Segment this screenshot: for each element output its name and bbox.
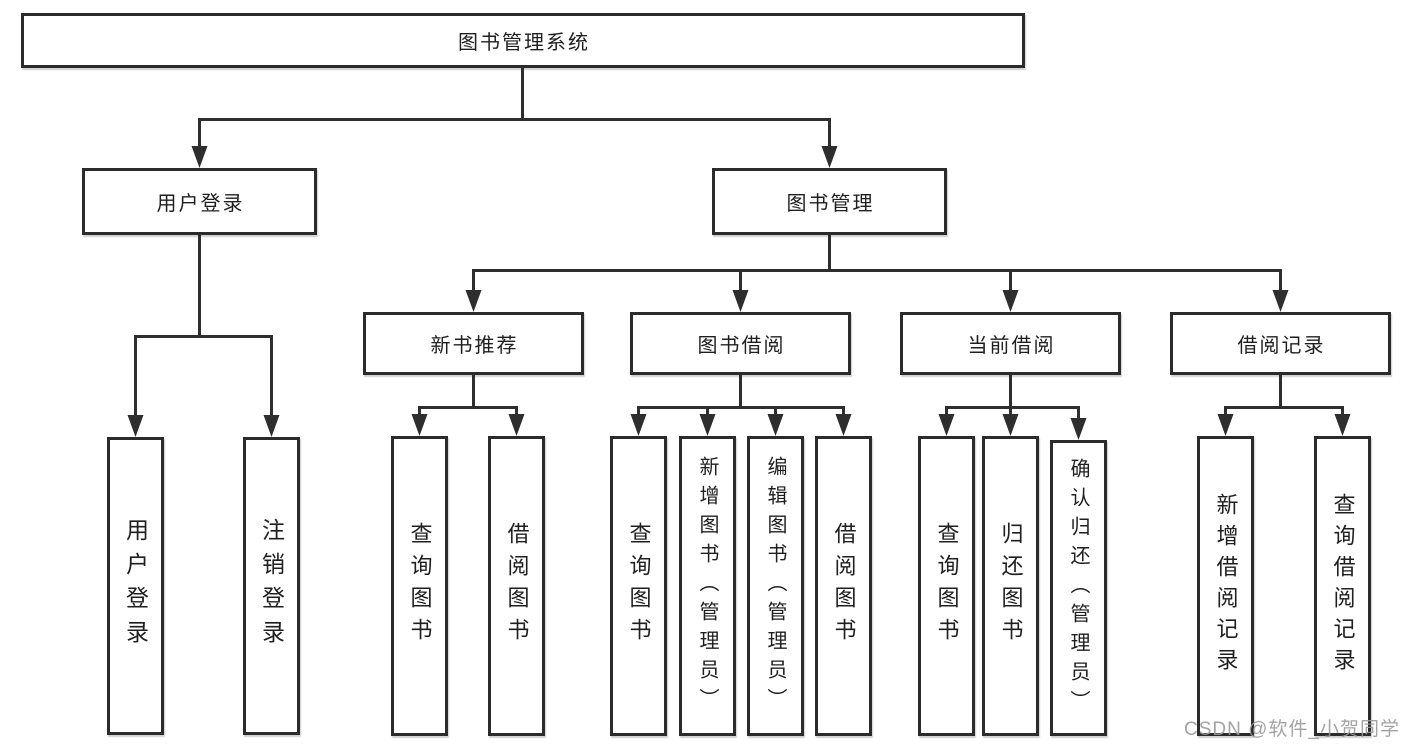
leaf-records-add-record: 新增借阅记录 [1197, 436, 1254, 736]
leaf-user-login: 用户登录 [107, 437, 164, 735]
arrowhead-records-query-record [1334, 414, 1351, 436]
node-borrowing-records: 借阅记录 [1170, 312, 1391, 375]
arrowhead-current-confirm-return [1070, 418, 1087, 440]
arrowhead-user-login [191, 146, 208, 168]
arrowhead-borrow-add-books [699, 414, 716, 436]
leaf-logout: 注销登录 [243, 437, 300, 735]
arrowhead-borrowing-records [1272, 290, 1289, 312]
arrowhead-records-add-record [1217, 414, 1234, 436]
arrowhead-book-management [821, 146, 838, 168]
arrowhead-newrec-query-books [411, 414, 428, 436]
arrowhead-borrow-edit-books [767, 414, 784, 436]
connector-userlogin-to-children [134, 235, 273, 422]
leaf-newrec-borrow-books: 借阅图书 [488, 436, 545, 736]
arrowhead-new-book-recommendation [465, 290, 482, 312]
connector-records-to-children [1224, 375, 1344, 422]
arrowhead-leaf-user-login [127, 415, 144, 437]
connector-bookmgmt-to-level3 [472, 235, 1282, 298]
leaf-borrow-add-books-admin: 新增图书（管理员） [679, 436, 736, 736]
leaf-current-return-books: 归还图书 [982, 436, 1039, 736]
arrowhead-current-borrowing [1002, 290, 1019, 312]
node-current-borrowing: 当前借阅 [900, 312, 1121, 375]
connector-newbooks-to-children [418, 375, 518, 422]
leaf-borrow-borrow-books: 借阅图书 [815, 436, 872, 736]
connector-borrowing-to-children [637, 375, 845, 422]
csdn-watermark: CSDN @软件_小贺同学 [1184, 719, 1400, 740]
arrowhead-book-borrowing [732, 290, 749, 312]
node-book-borrowing: 图书借阅 [630, 312, 851, 375]
node-user-login: 用户登录 [82, 168, 317, 235]
node-new-book-recommendation: 新书推荐 [363, 312, 584, 375]
leaf-newrec-query-books: 查询图书 [391, 436, 448, 736]
leaf-current-confirm-return-admin: 确认归还（管理员） [1050, 440, 1107, 736]
arrowhead-leaf-logout [263, 415, 280, 437]
arrowhead-current-return-books [1002, 414, 1019, 436]
node-root: 图书管理系统 [21, 13, 1025, 68]
leaf-borrow-edit-books-admin: 编辑图书（管理员） [747, 436, 804, 736]
arrowhead-borrow-borrow-books [835, 414, 852, 436]
leaf-current-query-books: 查询图书 [918, 436, 975, 736]
arrowhead-current-query-books [938, 414, 955, 436]
arrowhead-newrec-borrow-books [508, 414, 525, 436]
leaf-borrow-query-books: 查询图书 [610, 436, 667, 736]
arrowhead-borrow-query-books [630, 414, 647, 436]
leaf-records-query-record: 查询借阅记录 [1314, 436, 1371, 736]
node-book-management: 图书管理 [712, 168, 947, 235]
connector-root-to-level2 [198, 68, 831, 152]
